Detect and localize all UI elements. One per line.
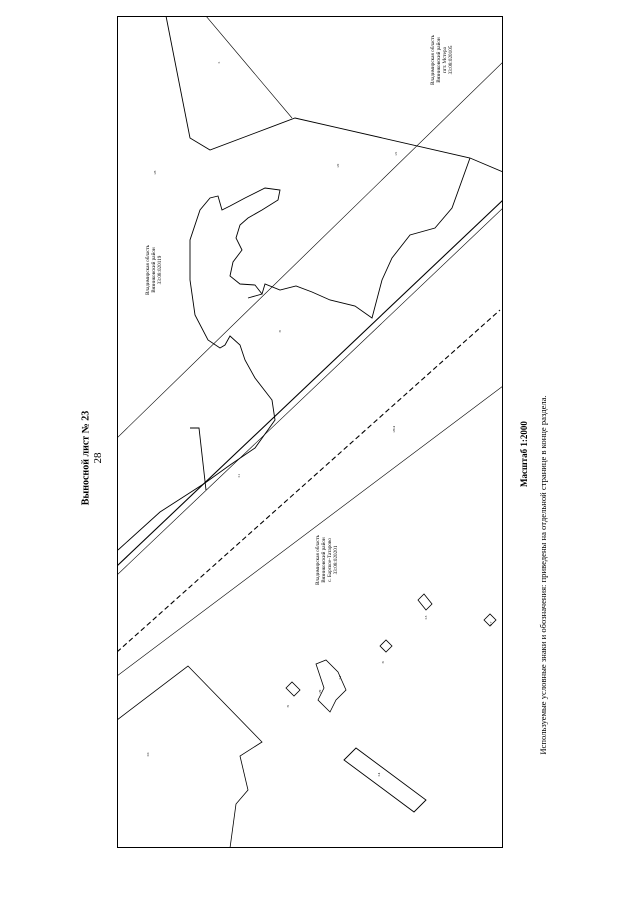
area-cadastral: 33:08:020201	[333, 545, 339, 574]
legend-note: Используемые условные знаки и обозначени…	[538, 395, 548, 755]
area-settlement: с. Барское-Татарово	[327, 538, 333, 582]
boundary-line	[117, 61, 503, 439]
parcel-label: :12	[338, 675, 342, 680]
area-district: Вязниковский район	[435, 37, 442, 83]
parcel-label: :23	[153, 170, 157, 175]
parcel-boundary	[117, 187, 281, 551]
building	[315, 659, 347, 713]
parcel-boundary	[165, 16, 503, 173]
boundary-line	[117, 385, 503, 677]
parcel-boundary	[190, 427, 207, 491]
parcel-label: :10	[146, 752, 150, 757]
parcel-label: :11	[237, 473, 241, 478]
parcel-label: :6	[381, 661, 385, 664]
parcel-label: :17	[489, 621, 493, 626]
area-cadastral: 33:08:020119	[157, 255, 163, 284]
area-annotation: Владимирская область Вязниковский район …	[314, 534, 339, 585]
building	[285, 681, 301, 697]
parcel-label: :26:4	[392, 426, 396, 433]
area-cadastral: 33:08:020105	[448, 45, 454, 74]
parcel-label: :13	[424, 615, 428, 620]
area-district: Вязниковский район	[320, 537, 327, 583]
parcel-label: :14	[377, 772, 381, 777]
parcel-label: :22	[336, 163, 340, 168]
scale-label: Масштаб 1:2000	[519, 421, 529, 487]
map-frame	[117, 16, 503, 848]
area-annotation: Владимирская область Вязниковский район …	[429, 34, 454, 85]
parcel-boundary	[205, 16, 293, 119]
parcel-label: :29	[318, 689, 322, 694]
area-region: Владимирская область	[314, 534, 321, 585]
building	[417, 593, 433, 611]
building	[483, 613, 497, 627]
area-district: Вязниковский район	[150, 247, 157, 293]
page-number: 28	[92, 452, 104, 464]
area-settlement: пгт. Мстера	[442, 46, 448, 72]
parcel-label: :1	[217, 61, 221, 64]
building	[379, 639, 393, 653]
parcel-label: :21	[394, 151, 398, 156]
road-edge	[117, 199, 503, 567]
parcel-boundary	[117, 665, 263, 848]
road-edge	[117, 207, 503, 576]
building	[343, 747, 427, 813]
dashed-boundary	[117, 309, 501, 653]
parcel-label: :9	[278, 330, 282, 333]
parcel-boundary	[261, 157, 471, 319]
area-annotation: Владимирская область Вязниковский район …	[144, 244, 163, 295]
parcel-label: :8	[286, 705, 290, 708]
sheet-title: Выносной лист № 23	[80, 410, 92, 506]
area-region: Владимирская область	[429, 34, 436, 85]
area-region: Владимирская область	[144, 244, 151, 295]
cadastral-map: Владимирская область Вязниковский район …	[117, 16, 503, 848]
